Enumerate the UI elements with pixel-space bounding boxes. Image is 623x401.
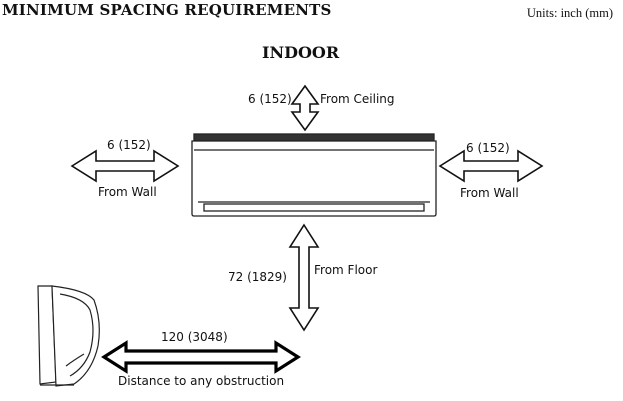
units-note: Units: inch (mm) — [526, 6, 613, 20]
diagram-title: MINIMUM SPACING REQUIREMENTS — [2, 1, 332, 19]
floor-label: From Floor — [314, 263, 378, 277]
floor-arrow — [288, 223, 320, 332]
obstruction-value: 120 (3048) — [161, 330, 228, 344]
left-wall-value: 6 (152) — [107, 138, 151, 152]
left-wall-arrow — [70, 149, 180, 183]
right-wall-arrow — [438, 149, 544, 183]
right-wall-label: From Wall — [460, 186, 519, 200]
indoor-heading: INDOOR — [262, 43, 340, 62]
ceiling-value: 6 (152) — [248, 92, 292, 106]
obstruction-arrow — [101, 340, 301, 374]
ceiling-arrow — [290, 84, 320, 132]
side-profile-louver — [65, 353, 85, 367]
indoor-unit-body — [191, 140, 437, 217]
side-profile-inner — [59, 293, 94, 377]
side-profile-body — [51, 285, 100, 387]
indoor-unit — [191, 133, 437, 217]
floor-value: 72 (1829) — [228, 270, 287, 284]
obstruction-label: Distance to any obstruction — [118, 374, 285, 388]
left-wall-label: From Wall — [98, 185, 157, 199]
unit-side-profile — [37, 285, 100, 387]
indoor-unit-louver — [203, 203, 425, 212]
right-wall-value: 6 (152) — [466, 141, 510, 155]
ceiling-label: From Ceiling — [320, 92, 395, 106]
